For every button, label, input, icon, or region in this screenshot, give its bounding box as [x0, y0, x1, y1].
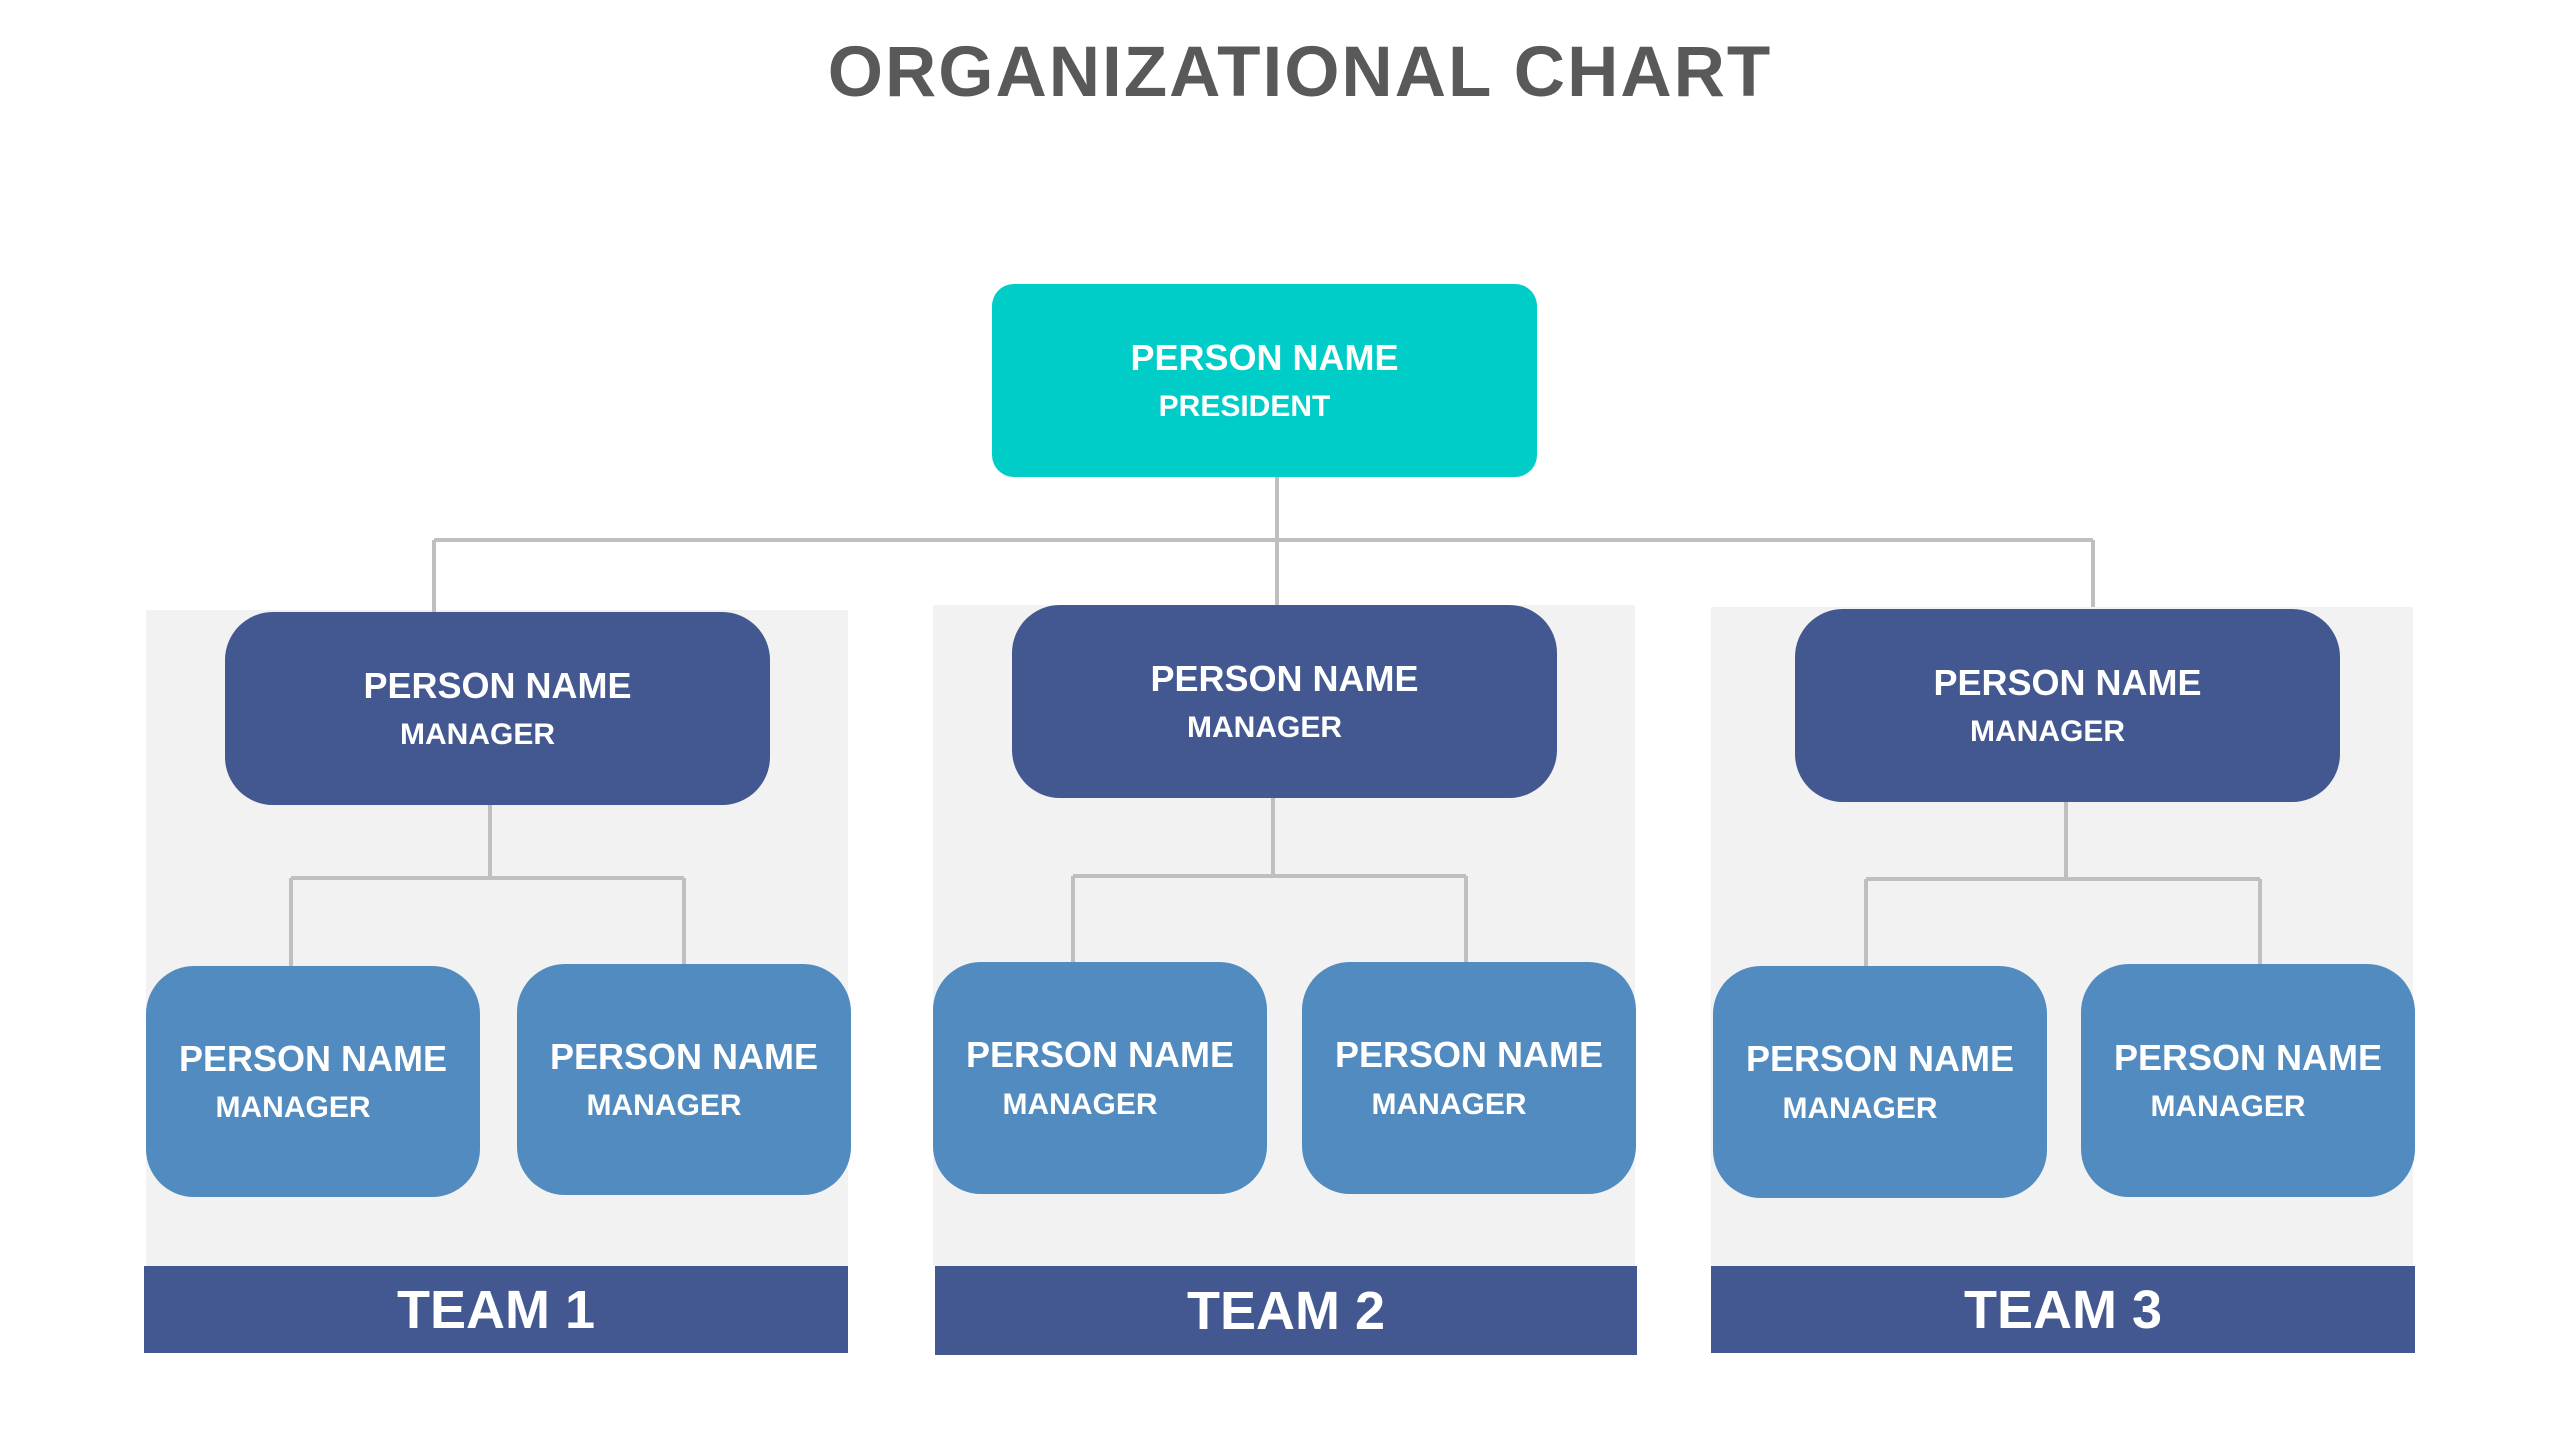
- team-3-member-1-name: PERSON NAME: [1745, 1038, 2015, 1080]
- team-1-member-1-role: MANAGER: [215, 1091, 371, 1125]
- team-2-lead-role: MANAGER: [1187, 711, 1342, 745]
- team-2-member-2-name: PERSON NAME: [1334, 1034, 1604, 1076]
- team-2-member-2-role: MANAGER: [1371, 1087, 1527, 1121]
- team-3-lead-role: MANAGER: [1970, 715, 2125, 749]
- team-2-member-1-node: PERSON NAME MANAGER: [933, 962, 1267, 1194]
- team-3-label: TEAM 3: [1711, 1266, 2415, 1353]
- team-1-lead-role: MANAGER: [400, 718, 555, 752]
- team-3-lead-name: PERSON NAME: [1933, 661, 2202, 703]
- team-2-lead-node: PERSON NAME MANAGER: [1012, 605, 1557, 798]
- president-node: PERSON NAME PRESIDENT: [992, 284, 1537, 477]
- team-1-member-2-name: PERSON NAME: [549, 1035, 819, 1077]
- team-1-member-2-role: MANAGER: [586, 1089, 742, 1123]
- team-2-label: TEAM 2: [935, 1266, 1637, 1355]
- team-1-label: TEAM 1: [144, 1266, 848, 1353]
- team-1-member-1-node: PERSON NAME MANAGER: [146, 966, 480, 1197]
- team-1-lead-node: PERSON NAME MANAGER: [225, 612, 770, 805]
- team-2-member-2-node: PERSON NAME MANAGER: [1302, 962, 1636, 1194]
- team-1-member-1-name: PERSON NAME: [178, 1037, 448, 1079]
- team-1-member-2-node: PERSON NAME MANAGER: [517, 964, 851, 1195]
- president-name: PERSON NAME: [1130, 336, 1399, 378]
- team-1-lead-name: PERSON NAME: [363, 664, 632, 706]
- team-3-lead-node: PERSON NAME MANAGER: [1795, 609, 2340, 802]
- team-2-member-1-name: PERSON NAME: [965, 1034, 1235, 1076]
- team-3-member-2-name: PERSON NAME: [2113, 1036, 2383, 1078]
- chart-title: ORGANIZATIONAL CHART: [827, 33, 1773, 112]
- team-3-member-1-role: MANAGER: [1782, 1091, 1938, 1125]
- team-3-member-2-role: MANAGER: [2150, 1090, 2306, 1124]
- team-3-member-2-node: PERSON NAME MANAGER: [2081, 964, 2415, 1197]
- president-role: PRESIDENT: [1158, 390, 1331, 424]
- team-2-member-1-role: MANAGER: [1002, 1087, 1158, 1121]
- team-3-member-1-node: PERSON NAME MANAGER: [1713, 966, 2047, 1198]
- team-2-lead-name: PERSON NAME: [1150, 657, 1419, 699]
